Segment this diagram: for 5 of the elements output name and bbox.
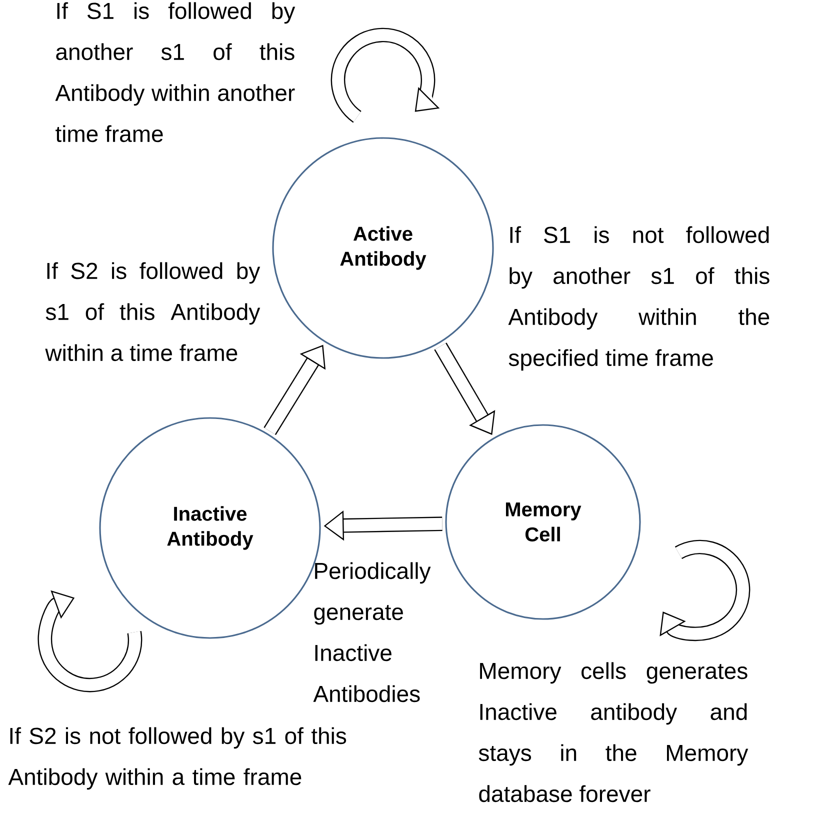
note-text: If S2 is not followed by s1 of this Antibody within a time frame — [8, 727, 346, 790]
edge-label: If S1 is not followed by another s1 of this Antibody within the specified time frame — [508, 226, 770, 371]
edge-label: If S2 is followed by s1 of this Antibody within a time frame — [45, 262, 260, 362]
note-text: Memory cells generates Inactive antibody and stays in the Memory database forever — [478, 662, 748, 802]
block-arrow — [434, 342, 496, 435]
